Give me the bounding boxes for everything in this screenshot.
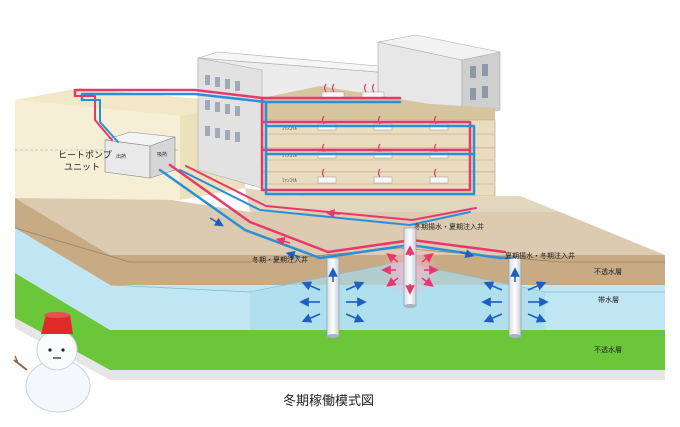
rear-wing-roof <box>197 51 379 73</box>
ground-surface <box>15 192 665 255</box>
warm-air-arrows <box>321 83 437 178</box>
diagram-title: 冬期稼働模式図 <box>283 393 374 409</box>
site-ground <box>245 188 560 212</box>
snowman-hat <box>41 315 73 334</box>
well-center-label: 冬期揚水・夏期注入井 <box>414 222 484 231</box>
upper-impermeable-layer <box>15 198 665 285</box>
ground-block <box>14 192 665 380</box>
hp-link-hot <box>74 95 113 141</box>
ground-pipe-return <box>179 169 471 226</box>
hp-port-left-label: 出熱 <box>116 153 126 160</box>
aquifer-wedge <box>250 262 545 330</box>
well-left-label: 冬期・夏期注入井 <box>252 255 308 264</box>
fan-coil-label-floor1: ﾌｧﾝｺｲﾙ <box>282 178 298 184</box>
well-center-arrows <box>381 245 439 295</box>
fan-coil-label-floor2: ﾌｧﾝｺｲﾙ <box>282 153 298 159</box>
ground-pipe-hot <box>168 163 507 254</box>
ground-pipe-return-hot <box>185 165 477 221</box>
layer-middle-label: 帯水層 <box>598 295 619 304</box>
well-right-arrows <box>481 267 549 323</box>
well-left-arrows <box>299 267 367 323</box>
hp-port-right-label: 吸熱 <box>157 151 167 158</box>
heat-pump-label-line2: ユニット <box>64 163 100 173</box>
well-right <box>508 257 522 338</box>
main-building: ﾌｧﾝｺｲﾙ ﾌｧﾝｺｲﾙ ﾌｧﾝｺｲﾙ <box>197 34 501 197</box>
hp-building-top <box>15 88 245 116</box>
hp-link-cold <box>81 99 119 143</box>
well-left <box>326 257 340 338</box>
lower-impermeable-layer <box>15 273 665 370</box>
ground-pipe-cold <box>158 168 517 260</box>
pipe-network <box>73 88 517 260</box>
pipe-flow-arrows <box>209 208 475 260</box>
tower-windows <box>470 64 488 100</box>
tower-top <box>377 34 501 61</box>
well-right-label: 夏期揚水・冬期注入井 <box>505 251 575 260</box>
left-block-windows <box>205 75 240 142</box>
snowman-illustration <box>13 312 91 413</box>
fan-coil-label-floor3: ﾌｧﾝｺｲﾙ <box>282 126 298 132</box>
hot-pipe-riser <box>260 96 472 192</box>
heat-pump-label-line1: ヒートポンプ <box>58 150 112 161</box>
hot-pipe-roof <box>73 88 402 100</box>
heat-pump-unit: 出熱 吸熱 <box>104 131 176 179</box>
ground-base <box>15 318 665 380</box>
layer-top-label: 不透水層 <box>594 267 622 276</box>
layer-bottom-label: 不透水層 <box>594 345 622 354</box>
section-line-top <box>14 227 665 263</box>
cold-pipe-riser <box>264 100 476 196</box>
